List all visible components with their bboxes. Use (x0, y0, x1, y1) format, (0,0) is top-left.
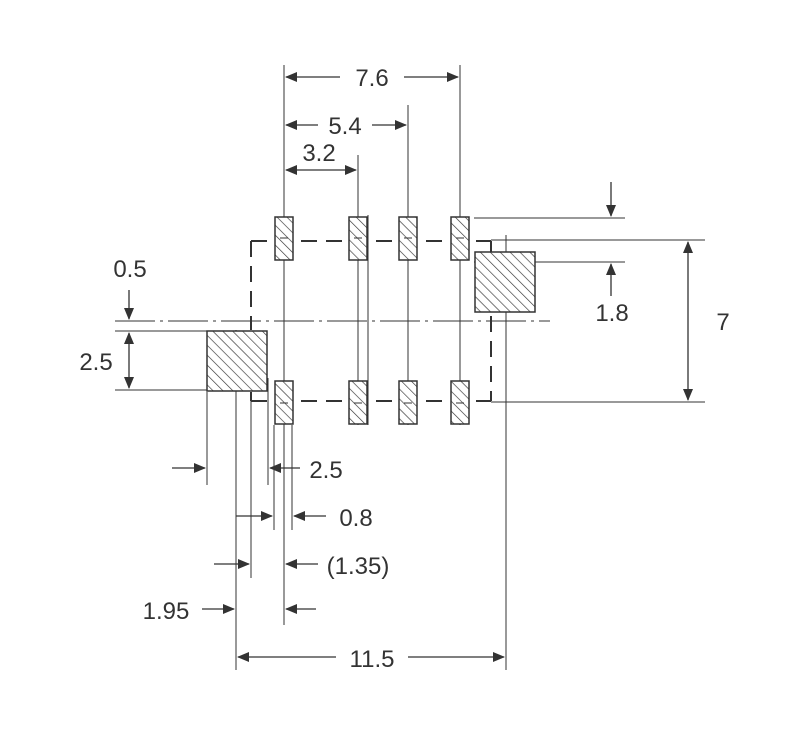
dim-label-7-6: 7.6 (355, 65, 388, 92)
dim-label-7: 7 (716, 309, 729, 336)
dim-7: 7 (683, 241, 730, 401)
dim-1-95: 1.95 (143, 598, 316, 625)
extension-lines (115, 217, 705, 670)
dim-1-35: (1.35) (214, 553, 389, 580)
dim-label-11-5: 11.5 (350, 646, 395, 673)
dim-label-0-5: 0.5 (113, 256, 146, 283)
dim-3-2: 3.2 (285, 140, 357, 175)
bottom-pad-row (274, 380, 470, 425)
dim-0-8: 0.8 (236, 505, 373, 532)
dim-11-5: 11.5 (237, 646, 505, 673)
dim-7-6: 7.6 (285, 65, 459, 92)
dim-label-5-4: 5.4 (328, 113, 361, 140)
dim-label-1-95: 1.95 (143, 598, 190, 625)
top-pad-row (274, 216, 470, 261)
dim-2-5-horizontal: 2.5 (172, 457, 343, 484)
dim-label-3-2: 3.2 (302, 140, 335, 167)
mounting-pad-left (206, 330, 268, 392)
dim-label-2-5-vertical: 2.5 (79, 349, 112, 376)
dim-1-8: 1.8 (595, 182, 629, 327)
mounting-pad-right (474, 251, 536, 313)
dim-label-2-5-horizontal: 2.5 (309, 457, 342, 484)
dim-2-5-vertical: 2.5 (79, 332, 134, 389)
dim-0-5: 0.5 (113, 256, 147, 320)
pad-center-marks (280, 237, 464, 404)
dim-5-4: 5.4 (285, 113, 407, 140)
dim-label-0-8: 0.8 (339, 505, 372, 532)
dim-label-1-8: 1.8 (595, 300, 628, 327)
dim-label-1-35: (1.35) (327, 553, 390, 580)
